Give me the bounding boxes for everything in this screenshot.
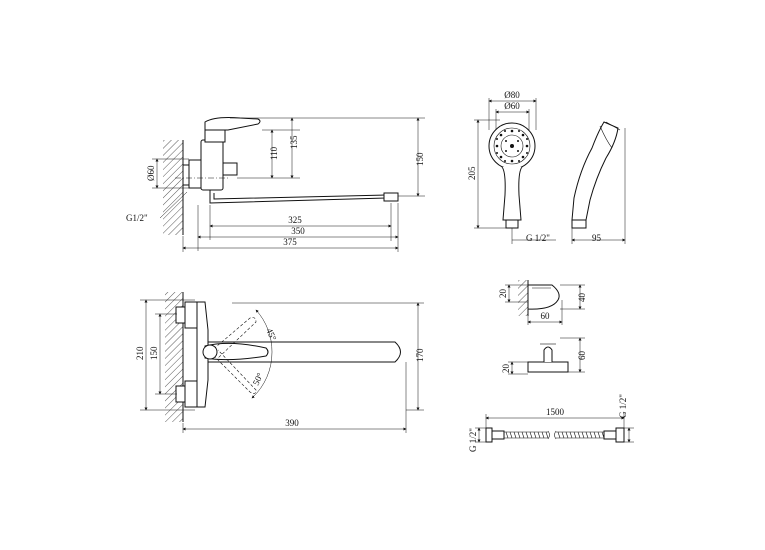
hose-nut-left [485,427,493,443]
holder-wall-hatch [518,280,528,316]
label-hose-thread-right: G 1/2" [618,394,628,418]
dim-holder-60: 60 [541,311,551,321]
cap-bottom [184,380,198,408]
lever-rotated-down [209,349,257,394]
dim-95: 95 [592,233,602,243]
hose-ferrule-right [603,430,617,440]
handle-front [501,166,523,221]
dim-angle-50: 50° [251,371,266,387]
lever-center [204,342,269,361]
handshower-side-nut [571,219,587,229]
spray-nozzles [495,129,529,163]
cap-top [184,301,198,329]
dim-205: 205 [467,166,477,180]
dim-dia-60: Ø60 [504,101,520,111]
dim-150: 150 [415,152,425,166]
dim-wall-holder-20: 20 [501,364,511,374]
dim-holder-20: 20 [498,289,508,299]
handshower-side-outline [571,121,619,221]
dim-350: 350 [291,226,305,236]
dim-170: 170 [415,348,425,362]
dim-390: 390 [285,418,299,428]
hose-ferrule-left [491,430,505,440]
dim-325: 325 [288,215,302,225]
dim-diameter-60: Ø60 [146,165,156,181]
cartridge-top [202,344,218,360]
body-top [196,301,209,408]
faucet-top-view: 45° 50° 210 150 170 390 [135,292,425,433]
label-hose-thread-left: G 1/2" [468,428,478,452]
wall-hatch [163,140,183,235]
decor-cap [188,159,202,189]
dim-holder-40: 40 [577,293,587,303]
label-thread-g12: G1/2" [126,213,148,223]
holder-fixed: 20 40 60 [498,280,587,325]
handshower-side-view: 95 [571,121,626,244]
shower-hose: 1500 G 1/2" G 1/2" [468,394,634,452]
holder-wall-hook [543,346,553,362]
dim-150-top: 150 [149,346,159,360]
dim-angle-45: 45° [264,327,279,343]
hose-nut-right [615,427,625,443]
cartridge-cover [204,129,226,143]
thread-nut [505,219,519,229]
hose-body-left [504,430,550,440]
faucet-side-view: 110 135 150 Ø60 G1/2" 325 350 375 [126,117,425,252]
dim-wall-holder-60: 60 [577,351,587,361]
dim-375: 375 [283,237,297,247]
dim-135: 135 [289,135,299,149]
holder-fixed-body [527,284,560,310]
mixer-body [200,139,224,191]
holder-wall-base [527,361,569,373]
lever-rotated-up [209,317,257,359]
handshower-front-view: Ø80 Ø60 205 G [467,90,556,244]
dim-hose-1500: 1500 [546,407,565,417]
spout-joint [222,162,238,176]
dim-110: 110 [269,146,279,160]
dim-dia-80: Ø80 [504,90,520,100]
label-handshower-thread: G 1/2" [526,233,550,243]
lever-handle [204,117,261,131]
dim-210: 210 [135,346,145,360]
holder-wall: 20 60 [501,337,587,375]
spout-top [208,341,401,363]
hose-body-right [554,430,605,440]
aerator [383,192,399,202]
